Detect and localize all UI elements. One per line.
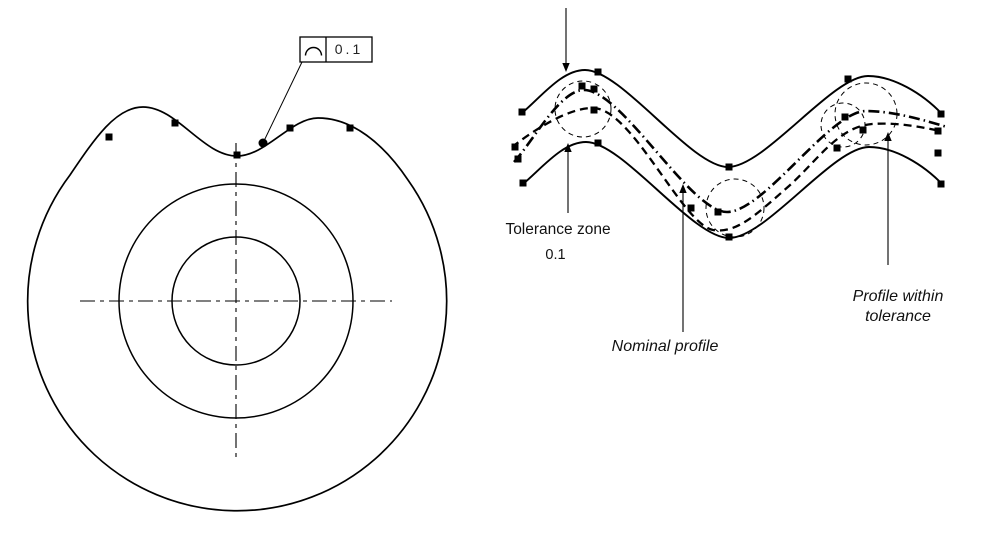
profile-of-a-line-icon bbox=[304, 46, 323, 56]
part-front-view bbox=[26, 61, 448, 512]
zone-point-markers bbox=[511, 68, 945, 241]
nominal-profile-label: Nominal profile bbox=[611, 338, 719, 355]
tolerance-circles bbox=[554, 80, 898, 238]
nominal-profile-curve bbox=[513, 88, 948, 214]
profile-within-tolerance-label-line1: Profile within bbox=[852, 288, 944, 305]
annotation-arrows bbox=[562, 8, 892, 332]
profile-within-tolerance-label: Profile within tolerance bbox=[818, 287, 978, 327]
nominal-profile-arrow bbox=[679, 184, 687, 332]
upper-boundary-arrow bbox=[562, 8, 570, 72]
leader-line bbox=[262, 61, 303, 144]
tolerance-zone-value: 0.1 bbox=[545, 247, 566, 263]
tolerance-zone-arrow bbox=[564, 143, 572, 213]
fcf-tolerance-value: 0.1 bbox=[334, 41, 364, 57]
fcf-box bbox=[299, 36, 373, 63]
part-outer-profile bbox=[26, 106, 448, 512]
feature-control-frame bbox=[299, 36, 373, 63]
profile-point-markers bbox=[105, 119, 354, 159]
tolerance-zone-diagram bbox=[511, 8, 948, 332]
tolerance-zone-label: Tolerance zone bbox=[505, 221, 611, 238]
profile-within-tolerance-arrow bbox=[884, 132, 892, 265]
profile-within-tolerance-curve bbox=[511, 106, 941, 232]
profile-within-tolerance-label-line2: tolerance bbox=[865, 308, 931, 325]
